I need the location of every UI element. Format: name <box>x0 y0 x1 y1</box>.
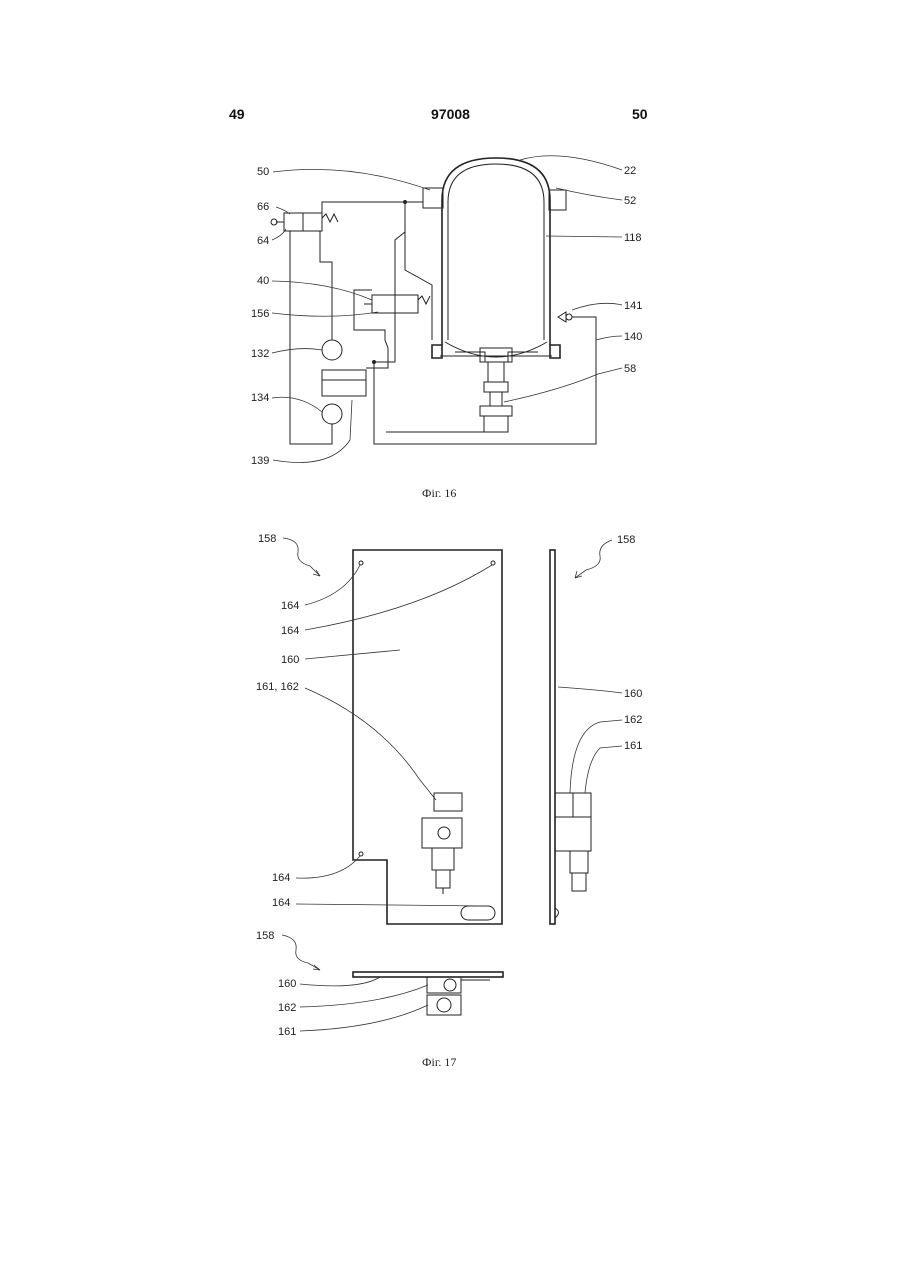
label-22: 22 <box>624 165 636 177</box>
label-164-d: 164 <box>272 897 290 909</box>
label-158-side: 158 <box>617 534 635 546</box>
label-164-b: 164 <box>281 625 299 637</box>
label-158-front: 158 <box>258 533 276 545</box>
filter-regulator-front <box>422 793 462 894</box>
mounting-plate-front <box>353 550 502 924</box>
label-162-side: 162 <box>624 714 642 726</box>
check-valve-141 <box>558 312 572 322</box>
pump-134 <box>322 404 342 424</box>
label-160-top: 160 <box>278 978 296 990</box>
reservoir-box <box>322 370 366 396</box>
label-139: 139 <box>251 455 269 467</box>
label-164-a: 164 <box>281 600 299 612</box>
figure-16: 50 22 52 66 64 118 40 141 156 140 132 58… <box>251 156 642 500</box>
figure-17: 158 158 164 164 160 161, 162 160 162 161… <box>256 533 642 1069</box>
label-66: 66 <box>257 201 269 213</box>
label-64: 64 <box>257 235 269 247</box>
label-162-top: 162 <box>278 1002 296 1014</box>
label-50: 50 <box>257 166 269 178</box>
mounting-plate-side <box>550 550 555 924</box>
mounting-plate-top <box>353 972 503 977</box>
valve-66 <box>271 213 338 231</box>
valve-40 <box>364 295 430 313</box>
label-118: 118 <box>624 232 642 244</box>
label-161-top: 161 <box>278 1026 296 1038</box>
label-160-front: 160 <box>281 654 299 666</box>
label-161-side: 161 <box>624 740 642 752</box>
label-134: 134 <box>251 392 269 404</box>
label-52: 52 <box>624 195 636 207</box>
label-158-top: 158 <box>256 930 274 942</box>
figure-17-caption: Фіг. 17 <box>422 1055 456 1069</box>
label-156: 156 <box>251 308 269 320</box>
label-140: 140 <box>624 331 642 343</box>
label-161-162: 161, 162 <box>256 681 299 693</box>
label-132: 132 <box>251 348 269 360</box>
label-58: 58 <box>624 363 636 375</box>
filter-regulator-top <box>427 977 490 1015</box>
filter-regulator-side <box>555 793 591 918</box>
label-164-c: 164 <box>272 872 290 884</box>
label-141: 141 <box>624 300 642 312</box>
label-160-side: 160 <box>624 688 642 700</box>
figure-16-caption: Фіг. 16 <box>422 486 456 500</box>
label-40: 40 <box>257 275 269 287</box>
pump-132 <box>322 340 342 360</box>
pressure-tank <box>423 158 566 432</box>
